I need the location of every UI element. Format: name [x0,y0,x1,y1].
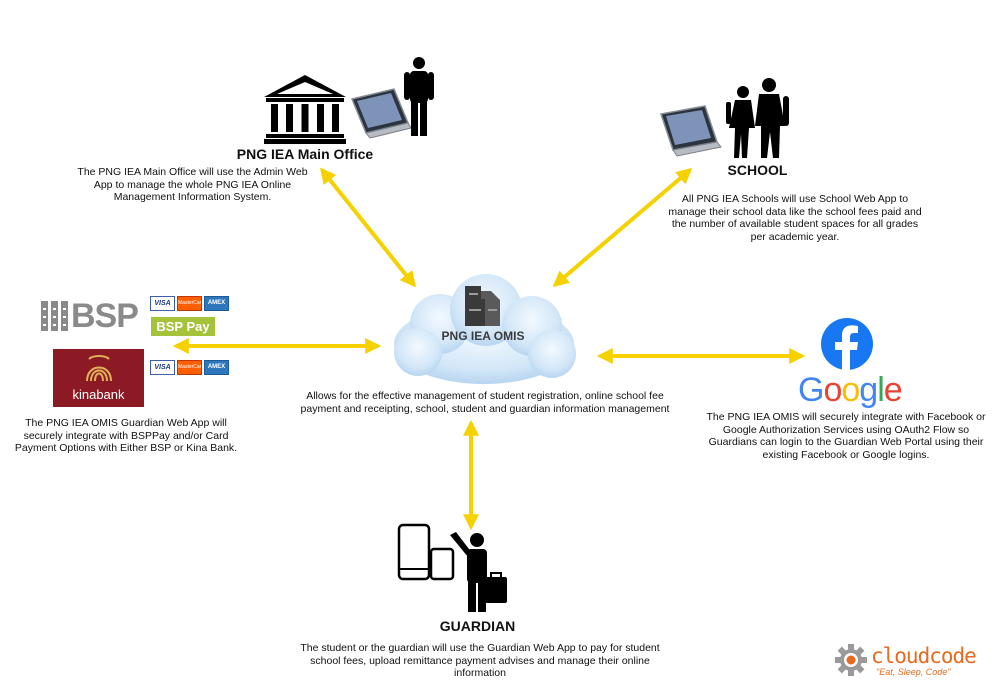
google-letter: g [859,371,878,409]
guardian-description: The student or the guardian will use the… [300,642,660,679]
bank-icon [264,75,346,144]
card-badges-kina: VISA MasterCard AMEX [150,360,229,375]
center-label: PNG IEA OMIS [441,329,525,343]
google-letter: o [841,371,860,409]
google-letter: G [798,371,824,409]
phone-icon [397,523,455,581]
facebook-icon [821,318,873,370]
payments-description: The PNG IEA OMIS Guardian Web App will s… [14,417,238,454]
kina-shell-icon [86,355,112,382]
social-description: The PNG IEA OMIS will securely integrate… [706,411,986,461]
mastercard-badge: MasterCard [177,360,202,375]
laptop-icon [350,88,412,139]
school-title: SCHOOL [727,162,788,178]
guardian-title: GUARDIAN [439,618,516,634]
amex-badge: AMEX [204,360,229,375]
school-description: All PNG IEA Schools will use School Web … [668,193,922,243]
bsp-pay-logo: BSP Pay [151,317,215,336]
bsp-pillars-icon [41,301,68,331]
children-icon [726,78,789,158]
kina-bank-text: kinabank [72,387,125,402]
kina-bank-logo: kinabank [53,349,144,407]
cloudcode-tagline: "Eat, Sleep, Code" [876,667,951,677]
bsp-logo-text: BSP [71,296,139,335]
google-letter: o [823,371,842,409]
google-logo: Google [798,371,903,410]
person-icon [450,532,507,612]
laptop-icon [660,105,722,157]
card-badges-bsp: VISA MasterCard AMEX [150,296,229,311]
server-icon [465,286,500,326]
google-letter: l [877,371,885,409]
main-office-description: The PNG IEA Main Office will use the Adm… [77,166,308,203]
visa-badge: VISA [150,296,175,311]
google-letter: e [883,371,903,409]
visa-badge: VISA [150,360,175,375]
person-icon [404,57,434,136]
gear-icon [835,644,867,676]
center-description: Allows for the effective management of s… [300,390,670,415]
bsp-logo: BSP [40,296,139,335]
amex-badge: AMEX [204,296,229,311]
arrow-main-office [320,167,416,288]
arrow-school [552,167,693,288]
cloudcode-logo-text: cloudcode [871,644,977,668]
main-office-title: PNG IEA Main Office [236,146,374,162]
mastercard-badge: MasterCard [177,296,202,311]
